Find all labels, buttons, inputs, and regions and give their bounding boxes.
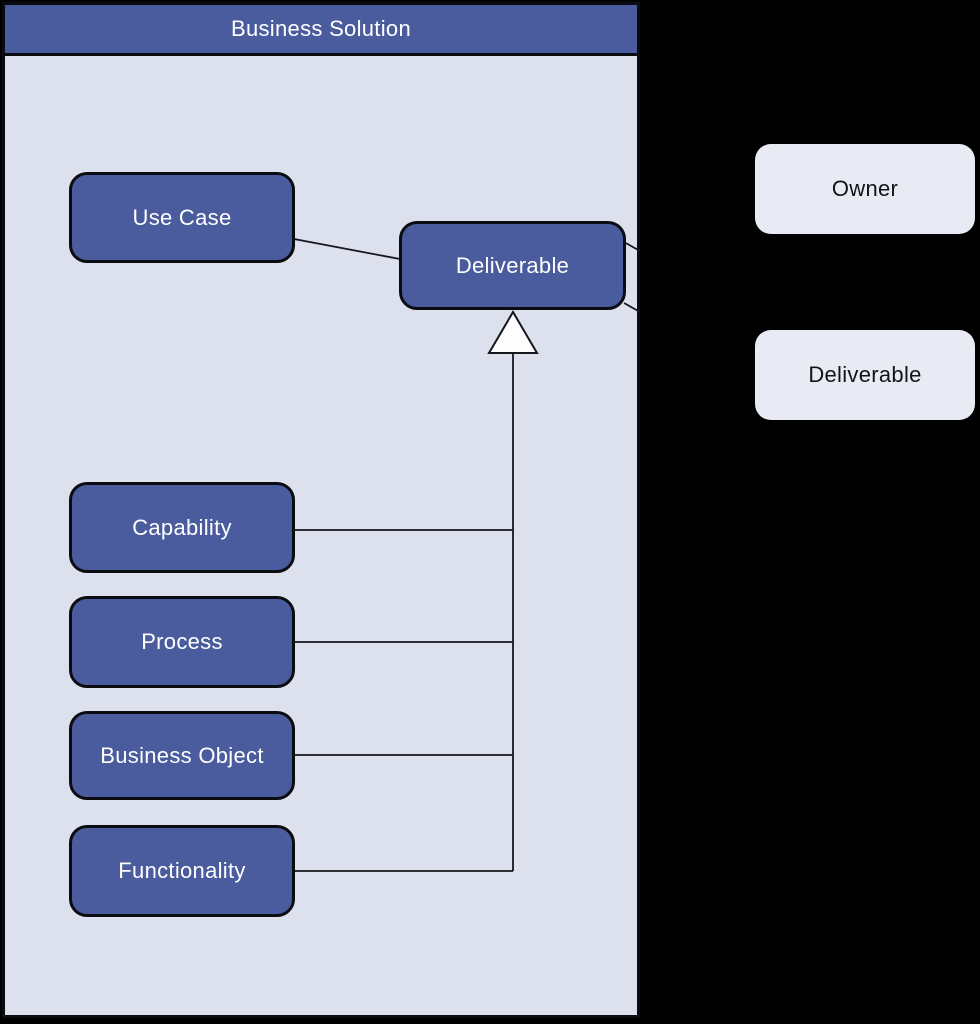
node-deliverable-label: Deliverable: [455, 252, 570, 278]
node-process[interactable]: Process: [69, 596, 295, 688]
node-use-case[interactable]: Use Case: [69, 172, 295, 263]
node-capability[interactable]: Capability: [69, 482, 295, 573]
node-external-deliverable-label: Deliverable: [808, 362, 922, 387]
node-capability-label: Capability: [132, 514, 232, 540]
business-solution-header: Business Solution: [5, 5, 637, 56]
node-external-deliverable[interactable]: Deliverable: [755, 330, 975, 420]
node-use-case-label: Use Case: [132, 204, 232, 230]
node-owner[interactable]: Owner: [755, 144, 975, 234]
business-solution-title: Business Solution: [231, 16, 411, 41]
node-functionality-label: Functionality: [118, 858, 246, 883]
node-deliverable[interactable]: Deliverable: [399, 221, 626, 310]
node-owner-label: Owner: [831, 176, 899, 201]
node-business-object-label: Business Object: [100, 742, 264, 768]
node-process-label: Process: [141, 629, 223, 654]
node-business-object[interactable]: Business Object: [69, 711, 295, 800]
node-functionality[interactable]: Functionality: [69, 825, 295, 917]
